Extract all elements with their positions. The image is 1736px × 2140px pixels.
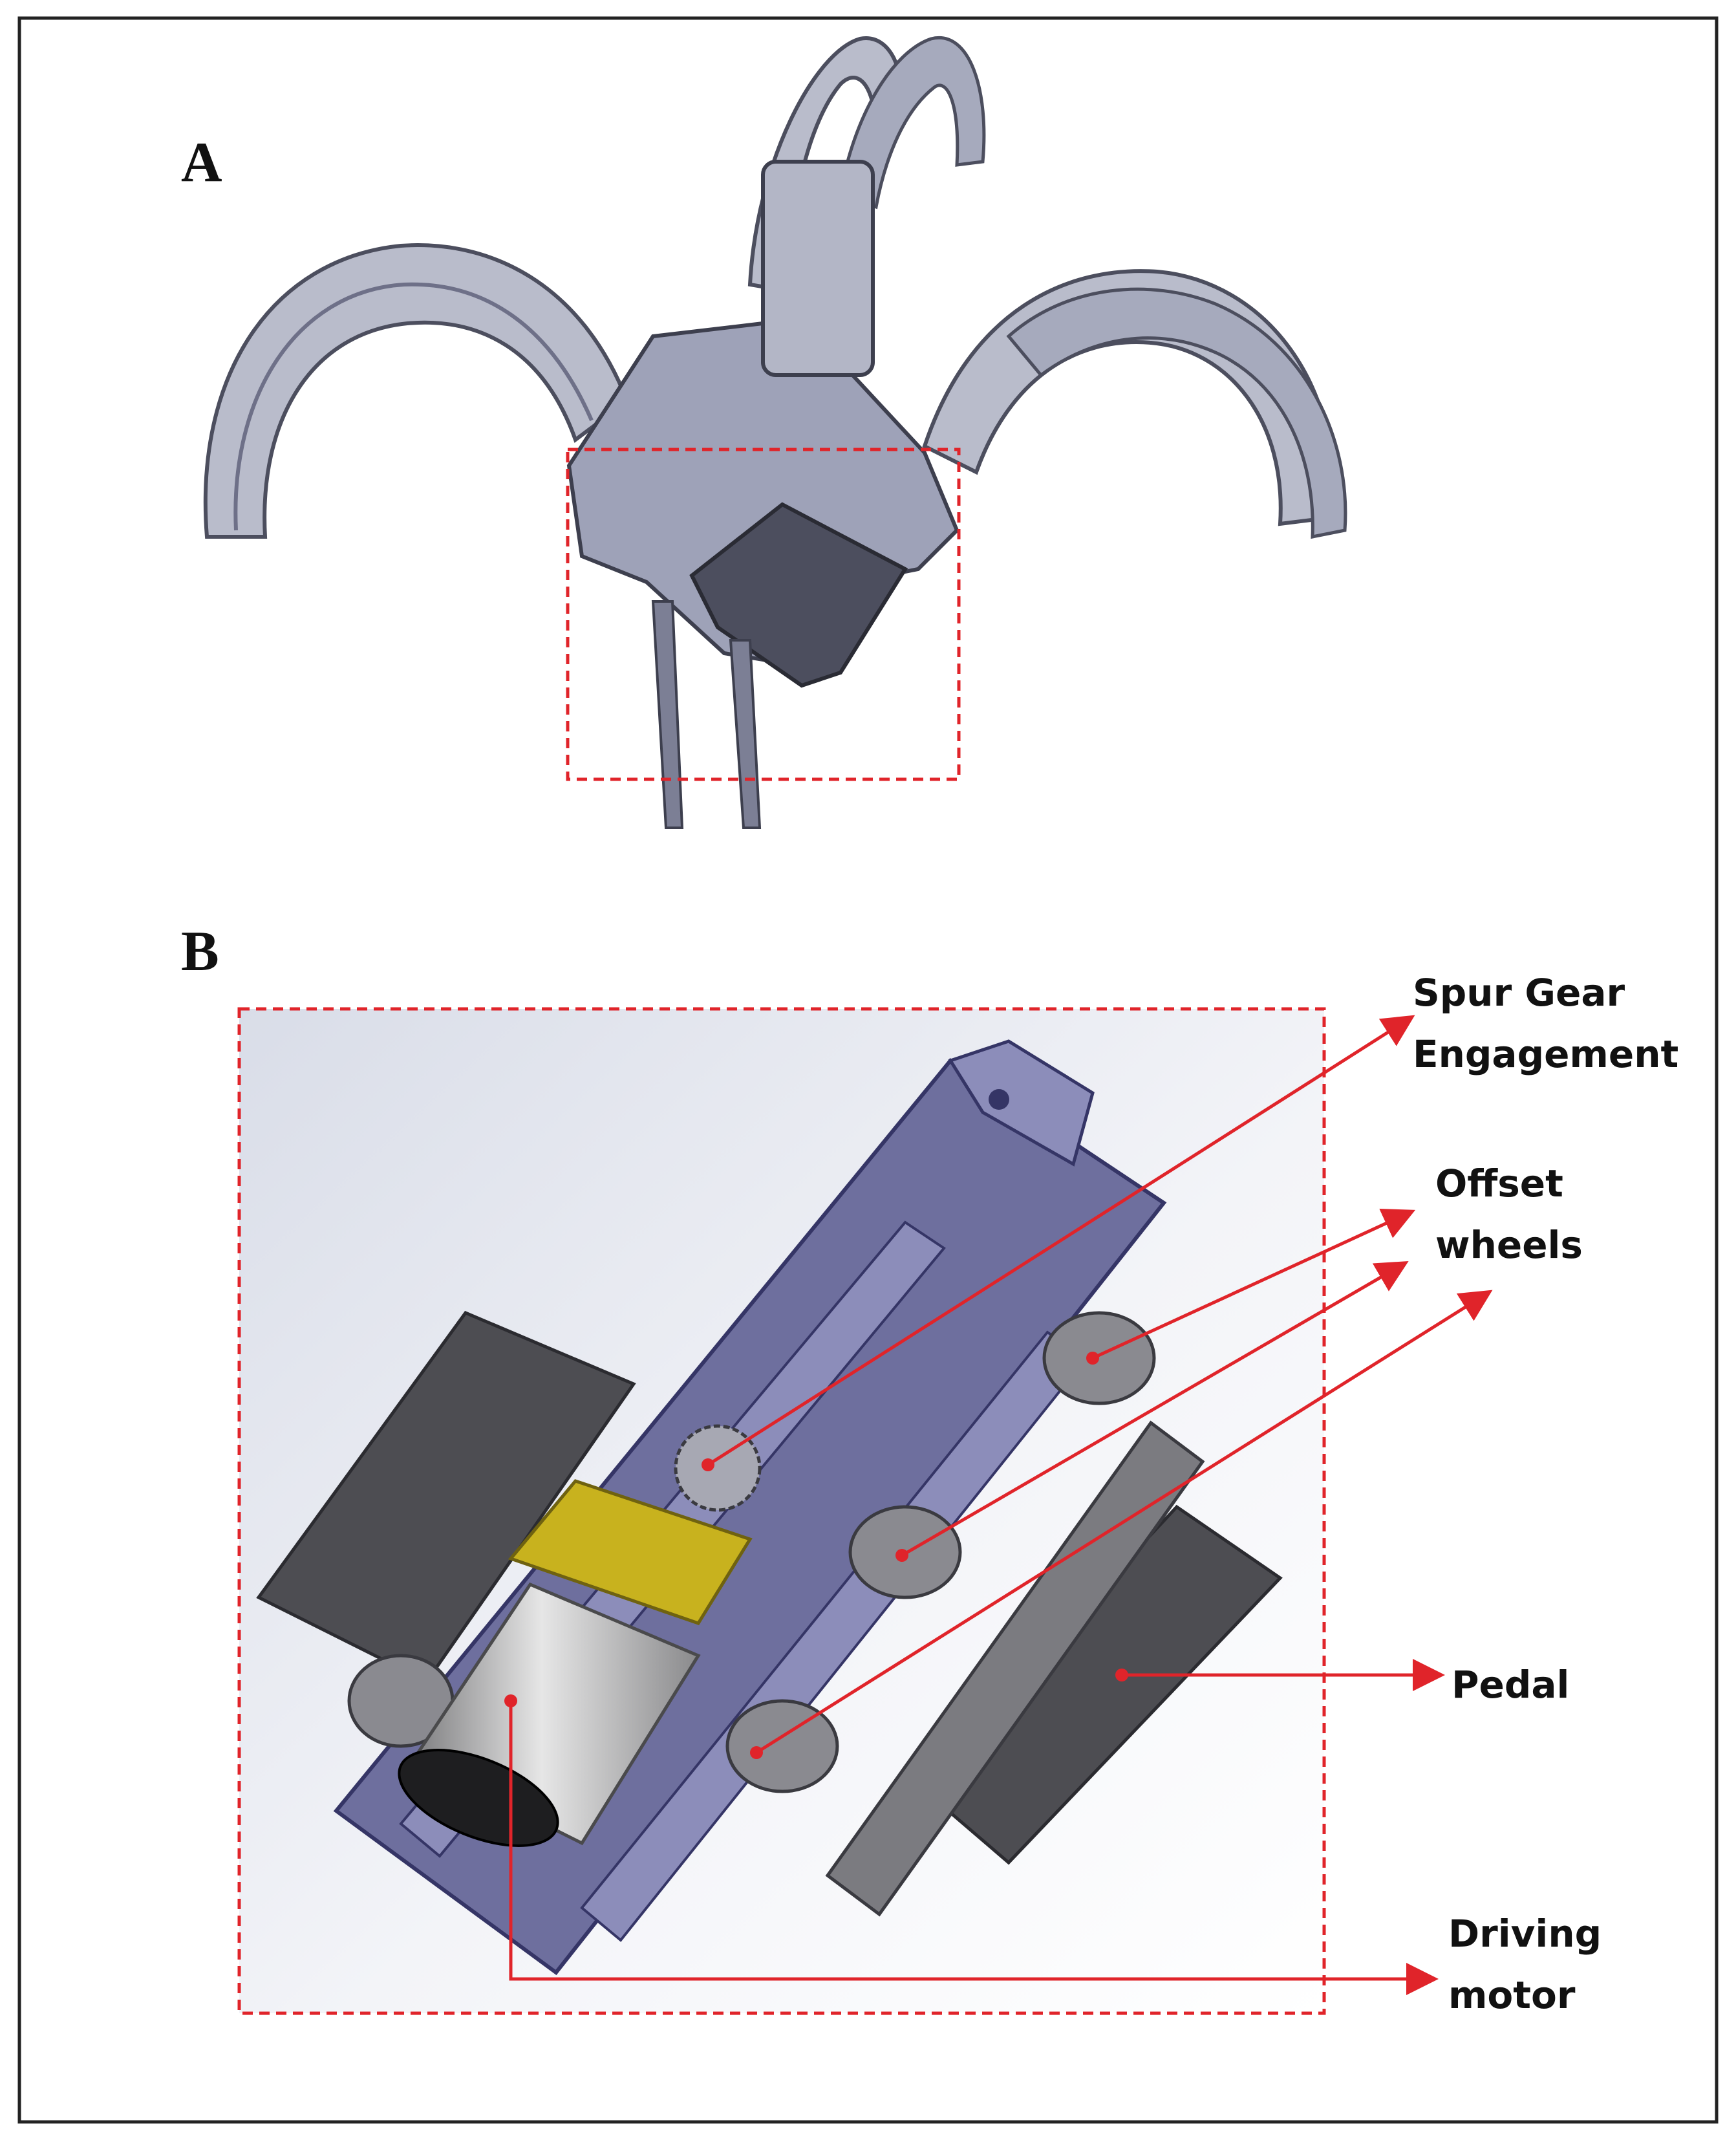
callout-labels: Spur Gear Engagement Offset wheels Pedal…	[1413, 971, 1678, 2017]
label-driving-motor-line2: motor	[1448, 1973, 1576, 2017]
drive-module-illustration	[256, 1039, 1283, 1976]
robot-assembly-illustration	[203, 36, 1347, 829]
panel-b-letter: B	[181, 920, 219, 983]
callout-leader-lines	[504, 1015, 1493, 1995]
offset-wheels-leader-line-2	[901, 1260, 1409, 1557]
panel-a-highlight-box	[566, 448, 961, 781]
panel-a-letter: A	[181, 131, 222, 194]
mount-hole	[989, 1089, 1009, 1110]
offset-wheels-leader-line-1	[1091, 1208, 1416, 1360]
label-driving-motor-line1: Driving	[1448, 1912, 1602, 1956]
figure-border	[17, 16, 1719, 2124]
driving-motor-end-cap	[398, 1749, 559, 1847]
driving-motor-leader-line	[509, 1701, 1439, 1995]
motor-mount-bracket	[508, 1479, 753, 1626]
label-spur-gear-line2: Engagement	[1413, 1032, 1678, 1076]
left-arc-leg	[203, 243, 630, 539]
right-bottom-rod	[729, 639, 762, 829]
left-arc-inner-groove	[233, 282, 594, 531]
top-arc-leg-right	[839, 36, 986, 210]
right-arc-leg-back	[1006, 287, 1347, 539]
left-pedal-plate	[256, 1310, 636, 1684]
label-offset-wheels-line1: Offset	[1435, 1162, 1563, 1205]
offset-wheel-bottom	[725, 1699, 839, 1793]
offset-wheels-leader-line-3	[755, 1290, 1493, 1755]
servo-housing	[761, 160, 875, 377]
spur-gear-leader-line	[707, 1015, 1415, 1467]
left-bottom-rod	[651, 600, 684, 829]
chassis-top-tab	[948, 1039, 1095, 1167]
label-pedal: Pedal	[1452, 1663, 1569, 1707]
label-offset-wheels-line2: wheels	[1435, 1223, 1583, 1267]
label-spur-gear-line1: Spur Gear	[1413, 971, 1625, 1015]
